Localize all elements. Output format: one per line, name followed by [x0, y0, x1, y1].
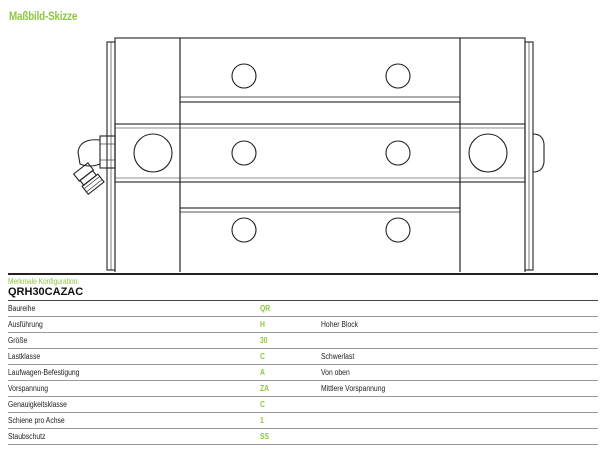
config-key: Laufwagen-Befestigung — [8, 364, 260, 381]
page-title: Maßbild-Skizze — [9, 9, 78, 23]
config-description — [321, 428, 598, 445]
end-plug-right — [532, 133, 545, 173]
block-drawing — [72, 37, 545, 272]
end-seal-right — [524, 41, 534, 271]
config-key: Größe — [8, 332, 260, 349]
config-value: C — [260, 348, 321, 365]
block-bottom-section — [179, 207, 461, 272]
config-key: Genauigkeitsklasse — [8, 396, 260, 413]
config-key: Vorspannung — [8, 380, 260, 397]
config-value: SS — [260, 428, 321, 445]
mounting-hole — [231, 63, 257, 89]
config-description: Von oben — [321, 364, 598, 381]
end-seal-left — [106, 41, 116, 271]
config-description — [321, 396, 598, 413]
config-value: H — [260, 316, 321, 333]
grease-nipple-icon — [72, 135, 116, 196]
rail-hole — [133, 133, 173, 173]
configuration-panel: Merkmale Konfiguration: QRH30CAZAC Baure… — [8, 273, 598, 445]
config-description: Schwerlast — [321, 348, 598, 365]
config-value: ZA — [260, 380, 321, 397]
mounting-hole — [385, 63, 411, 89]
config-description — [321, 332, 598, 349]
config-value: 1 — [260, 412, 321, 429]
rail-hole — [468, 133, 508, 173]
config-value: A — [260, 364, 321, 381]
mounting-hole — [385, 140, 411, 166]
config-label: Merkmale Konfiguration: — [8, 277, 80, 286]
config-key: Schiene pro Achse — [8, 412, 260, 429]
config-value: 30 — [260, 332, 321, 349]
rail-band — [114, 123, 526, 183]
config-key: Lastklasse — [8, 348, 260, 365]
mounting-hole — [231, 217, 257, 243]
config-key: Staubschutz — [8, 428, 260, 445]
config-description: Hoher Block — [321, 316, 598, 333]
config-value: C — [260, 396, 321, 413]
config-value: QR — [260, 301, 321, 317]
config-description: Mittlere Vorspannung — [321, 380, 598, 397]
mounting-hole — [231, 140, 257, 166]
mounting-hole — [385, 217, 411, 243]
block-top-section — [179, 37, 461, 103]
config-code: QRH30CAZAC — [8, 286, 598, 301]
config-description — [321, 301, 598, 317]
end-cap-right — [459, 37, 526, 272]
end-cap-left — [114, 37, 181, 272]
config-key: Baureihe — [8, 301, 260, 317]
config-description — [321, 412, 598, 429]
config-key: Ausführung — [8, 316, 260, 333]
